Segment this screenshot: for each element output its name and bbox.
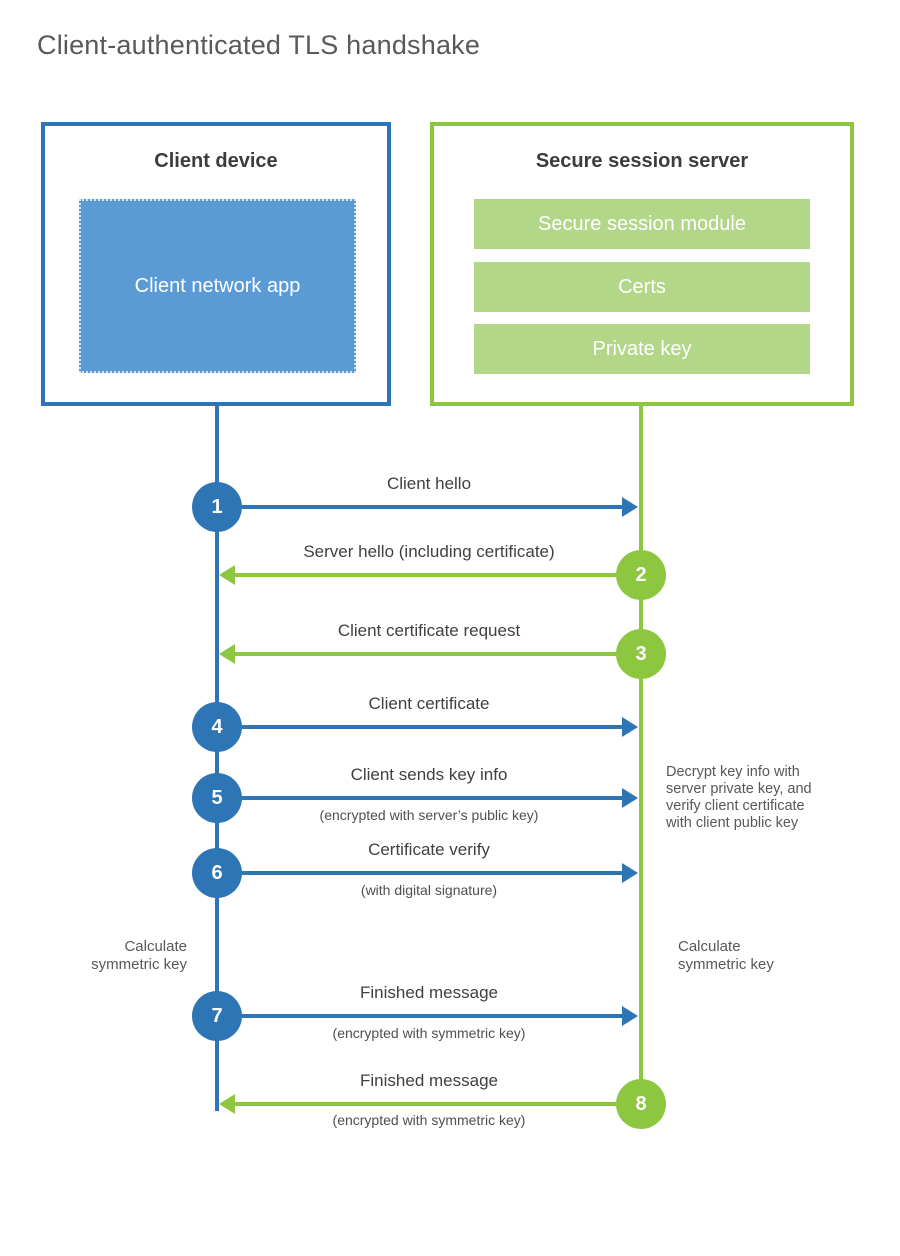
step-number: 1 xyxy=(211,495,223,518)
arrowhead-left-icon xyxy=(219,644,235,664)
server-module-secure-session: Secure session module xyxy=(474,199,810,249)
step-circle: 4 xyxy=(192,702,242,752)
arrowhead-right-icon xyxy=(622,1006,638,1026)
step-number: 2 xyxy=(635,563,647,586)
message-label: Finished message xyxy=(360,983,498,1002)
secure-session-server-box: Secure session server Secure session mod… xyxy=(430,122,854,406)
message-sublabel: (with digital signature) xyxy=(360,882,498,898)
diagram-title: Client-authenticated TLS handshake xyxy=(37,30,481,60)
arrow-shaft xyxy=(242,1014,622,1018)
step-number: 6 xyxy=(211,861,223,884)
message-sublabel: (encrypted with symmetric key) xyxy=(332,1112,526,1128)
arrow-shaft xyxy=(242,796,622,800)
step-number: 3 xyxy=(635,642,647,665)
step-number: 8 xyxy=(635,1092,647,1115)
server-decrypt-note: Decrypt key info with server private key… xyxy=(666,764,812,831)
message-label: Client sends key info xyxy=(350,765,508,784)
step-circle: 5 xyxy=(192,773,242,823)
arrow-shaft xyxy=(242,871,622,875)
arrowhead-right-icon xyxy=(622,717,638,737)
arrow-shaft xyxy=(235,1102,616,1106)
message-label: Server hello (including certificate) xyxy=(303,542,555,561)
server-heading: Secure session server xyxy=(535,150,749,172)
message-label: Finished message xyxy=(360,1071,498,1090)
message-label: Client certificate xyxy=(368,694,490,713)
arrowhead-right-icon xyxy=(622,863,638,883)
arrowhead-left-icon xyxy=(219,1094,235,1114)
step-number: 5 xyxy=(211,786,223,809)
step-circle: 6 xyxy=(192,848,242,898)
client-device-box: Client device Client network app xyxy=(41,122,391,406)
message-label: Client certificate request xyxy=(337,621,521,640)
arrow-shaft xyxy=(242,505,622,509)
client-lifeline xyxy=(215,403,219,1111)
arrowhead-right-icon xyxy=(622,788,638,808)
client-device-heading: Client device xyxy=(154,150,278,172)
step-circle: 2 xyxy=(616,550,666,600)
step-circle: 7 xyxy=(192,991,242,1041)
arrowhead-right-icon xyxy=(622,497,638,517)
client-network-app-module: Client network app xyxy=(79,199,356,373)
server-module-certs: Certs xyxy=(474,262,810,312)
step-number: 4 xyxy=(211,715,223,738)
step-circle: 3 xyxy=(616,629,666,679)
server-calculate-note: Calculate symmetric key xyxy=(678,938,774,973)
step-circle: 1 xyxy=(192,482,242,532)
message-sublabel: (encrypted with server’s public key) xyxy=(319,807,539,823)
client-calculate-note: Calculate symmetric key xyxy=(91,938,187,973)
arrow-shaft xyxy=(235,652,616,656)
step-number: 7 xyxy=(211,1004,223,1027)
step-circle: 8 xyxy=(616,1079,666,1129)
arrow-shaft xyxy=(235,573,616,577)
message-sublabel: (encrypted with symmetric key) xyxy=(332,1025,526,1041)
arrowhead-left-icon xyxy=(219,565,235,585)
arrow-shaft xyxy=(242,725,622,729)
message-label: Client hello xyxy=(386,474,472,493)
message-label: Certificate verify xyxy=(368,840,490,859)
server-module-private-key: Private key xyxy=(474,324,810,374)
server-lifeline xyxy=(639,403,643,1106)
